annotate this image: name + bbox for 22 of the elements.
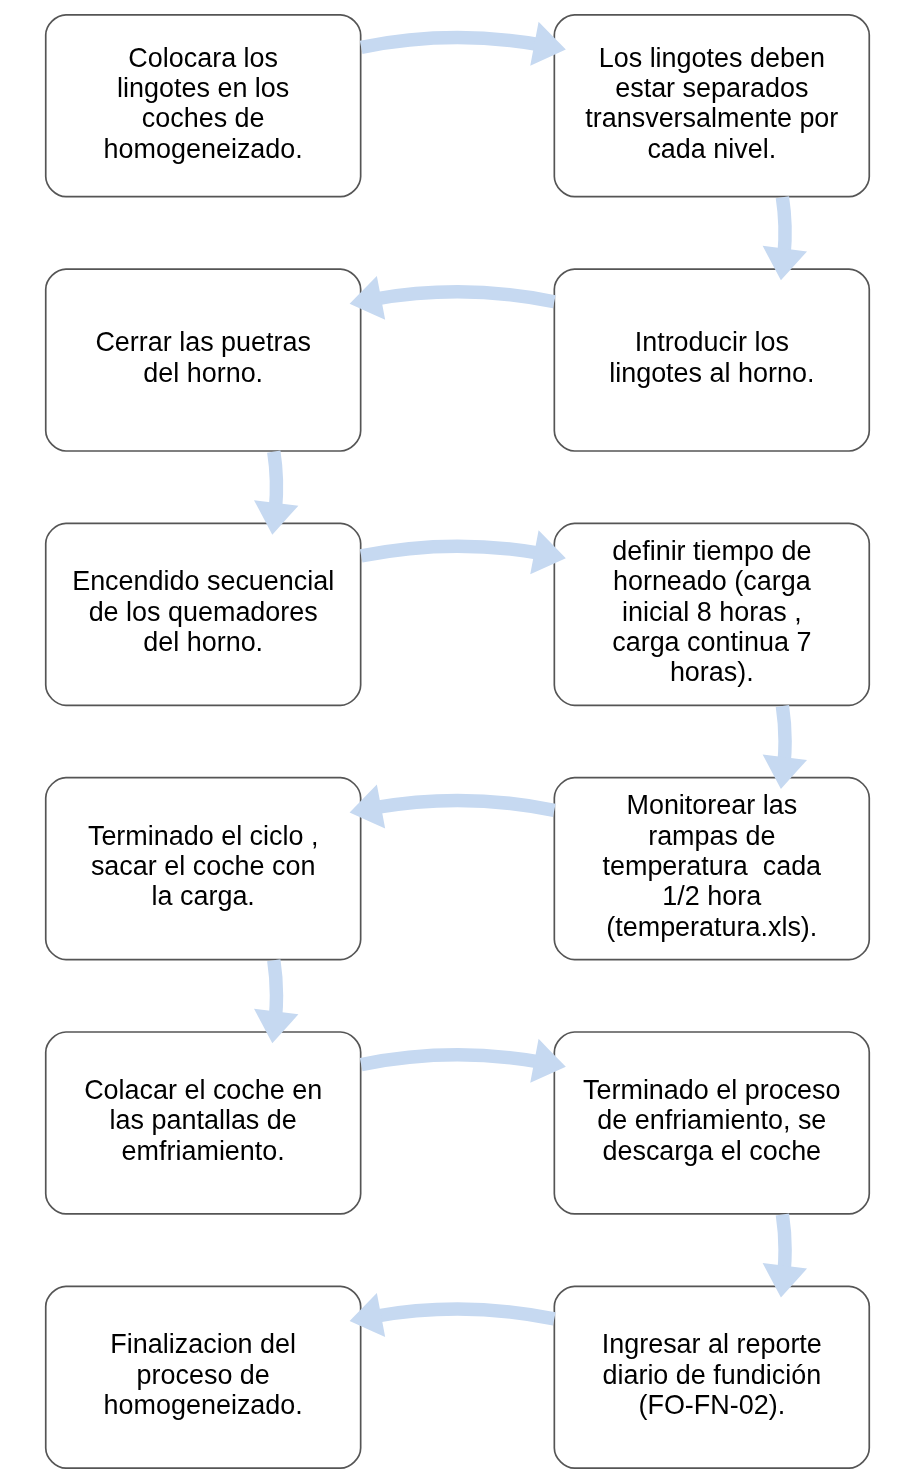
arrow: [762, 1213, 807, 1298]
node-box: Colocara los lingotes en los coches de homogeneizado.: [44, 13, 362, 198]
arrow: [359, 21, 566, 66]
arrow: [349, 275, 556, 320]
node-box: Cerrar las puetras del horno.: [44, 268, 362, 452]
node-box: Terminado el ciclo , sacar el coche con la carga.: [44, 776, 362, 961]
arrow: [359, 530, 566, 575]
arrow: [762, 196, 807, 281]
node-box: Ingresar al reporte diario de fundición (FO-FN-02).: [553, 1285, 871, 1470]
node-box: Introducir los lingotes al horno.: [553, 268, 871, 452]
arrow: [359, 1038, 566, 1083]
arrow: [762, 704, 807, 789]
node-box: Finalizacion del proceso de homogeneizado.: [44, 1285, 362, 1470]
arrow: [349, 784, 556, 829]
node-box: Terminado el proceso de enfriamiento, se descarga el coche: [553, 1031, 871, 1215]
node-box: Monitorear las rampas de temperatura cada 1/2 hora (temperatura.xls).: [553, 776, 871, 961]
node-box: Colacar el coche en las pantallas de emfriamiento.: [44, 1031, 362, 1215]
node-box: Encendido secuencial de los quemadores del horno.: [44, 522, 362, 707]
arrow: [349, 1293, 556, 1338]
node-box: Los lingotes deben estar separados transversalmente por cada nivel.: [553, 13, 871, 198]
arrow: [254, 450, 299, 535]
node-box: definir tiempo de horneado (carga inicial 8 horas , carga continua 7 horas).: [553, 522, 871, 707]
